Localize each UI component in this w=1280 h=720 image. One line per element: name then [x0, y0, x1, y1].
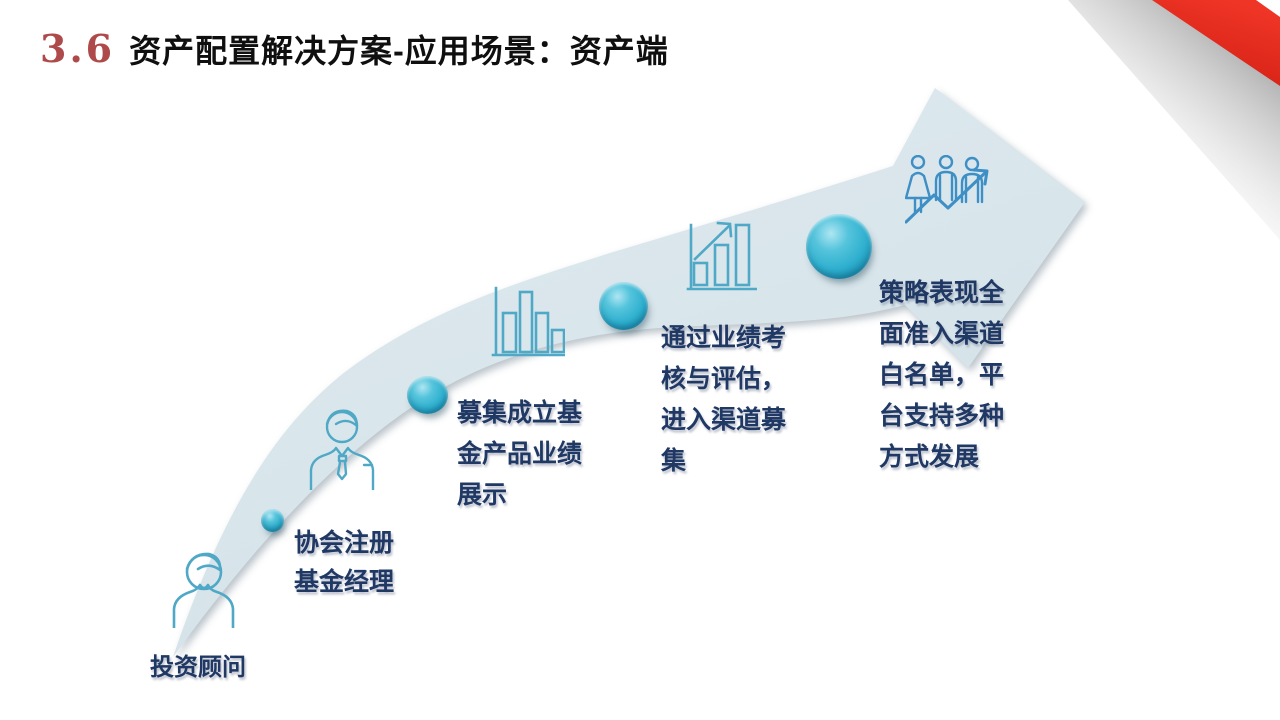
section-number: 3.6	[40, 26, 116, 71]
milestone-sphere-3	[599, 282, 648, 330]
step-label-registration: 协会注册 基金经理	[294, 529, 395, 596]
person-advisor-icon	[172, 552, 235, 628]
step-label-fundraising: 募集成立基 金产品业绩 展示	[457, 399, 583, 509]
milestone-sphere-2	[407, 376, 448, 414]
bar-chart-icon	[491, 286, 565, 357]
step-label-whitelist: 策略表现全 面准入渠道 白名单，平 台支持多种 方式发展	[879, 279, 1005, 471]
person-suit-icon	[309, 409, 375, 490]
team-growth-icon	[905, 155, 989, 224]
ribbon-shadow	[1068, 0, 1280, 240]
red-ribbon	[1152, 0, 1280, 86]
page-title: 资产配置解决方案-应用场景：资产端	[129, 33, 669, 69]
slide-title-row: 3.6 资产配置解决方案-应用场景：资产端	[40, 26, 669, 72]
milestone-sphere-4	[806, 214, 872, 279]
milestone-sphere-small	[261, 509, 284, 532]
rising-chart-icon	[686, 221, 757, 291]
step-label-advisor: 投资顾问	[150, 654, 246, 681]
step-label-evaluation: 通过业绩考 核与评估， 进入渠道募 集	[661, 324, 787, 475]
